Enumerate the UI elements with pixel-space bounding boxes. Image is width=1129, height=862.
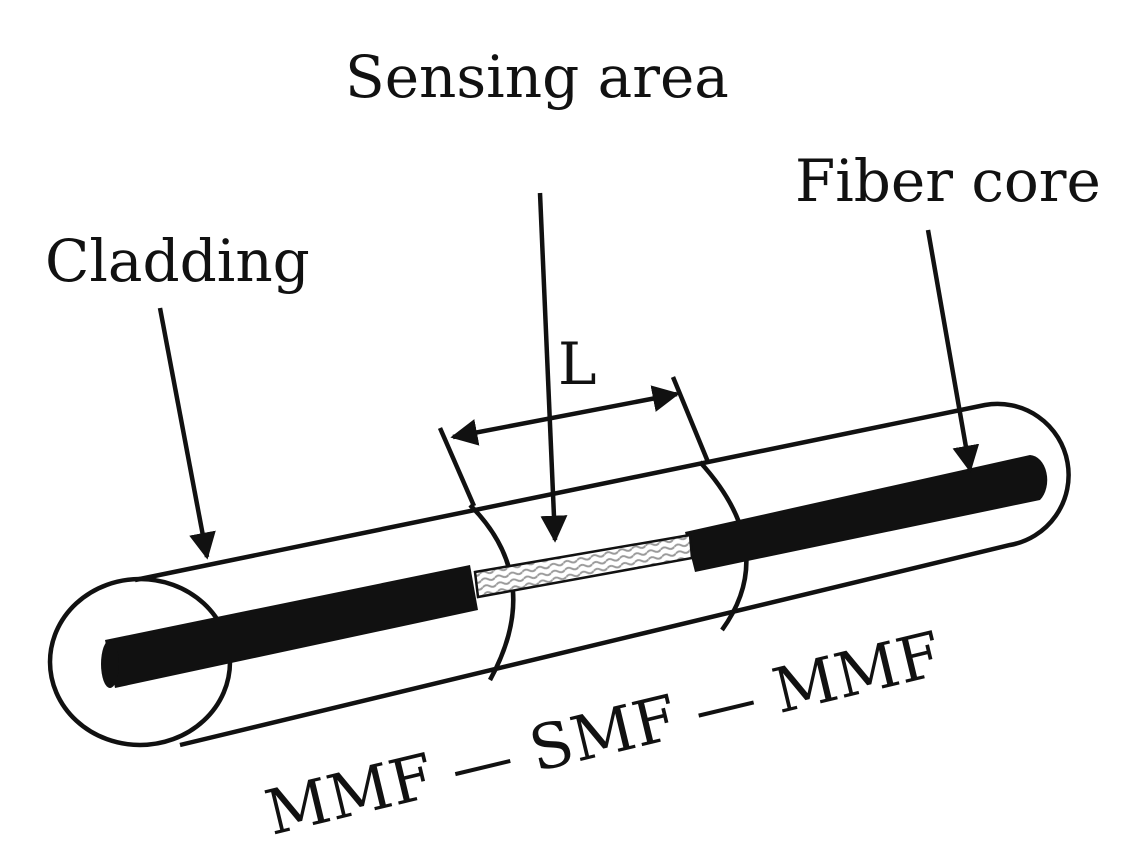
sensing-area-fiber (473, 533, 694, 599)
cladding-pointer (157, 307, 216, 560)
sensing-area-pointer (537, 192, 568, 543)
length-label: L (558, 330, 597, 398)
fiber-core (101, 455, 1048, 688)
length-dimension (437, 376, 711, 507)
fiber-core-label: Fiber core (795, 147, 1101, 215)
left-core-segment (105, 565, 478, 688)
fiber-core-pointer (925, 229, 980, 473)
sensing-area-label: Sensing area (345, 43, 729, 111)
left-core-end-cap (101, 640, 119, 688)
right-core-segment (685, 455, 1048, 572)
fiber-structure-label: MMF — SMF — MMF (258, 617, 948, 849)
cladding-label: Cladding (45, 227, 310, 295)
